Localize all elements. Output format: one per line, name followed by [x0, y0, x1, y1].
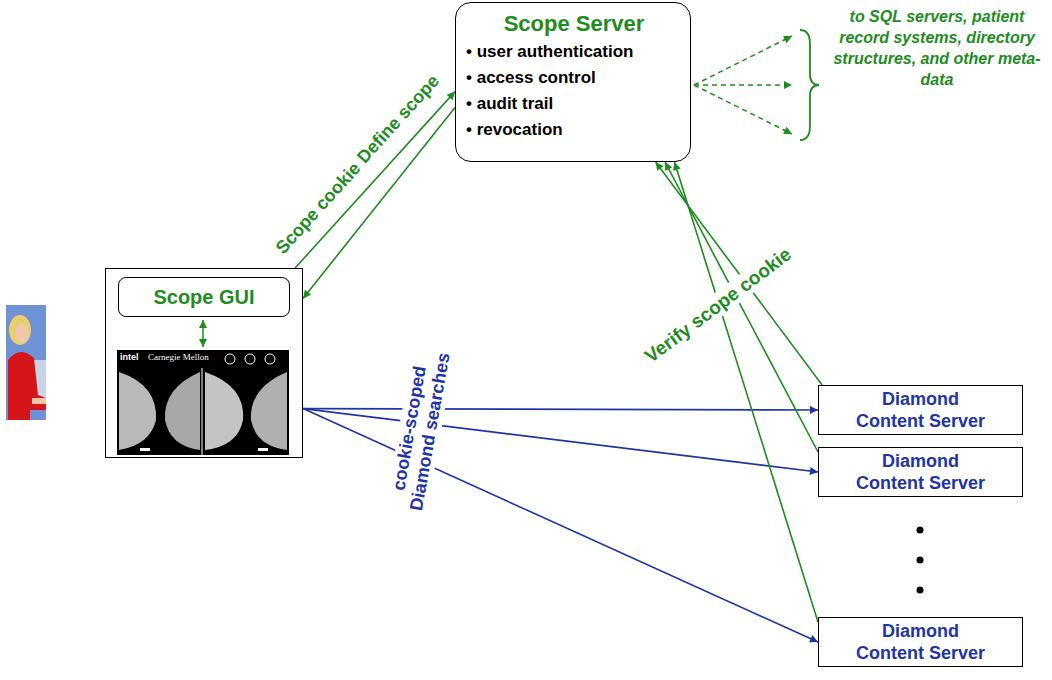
mammogram-image: [117, 350, 289, 455]
connector-arrow: [303, 409, 818, 410]
dashed-arrow: [694, 36, 792, 85]
hair: [9, 315, 31, 345]
content-server-box: Diamond Content Server: [818, 385, 1023, 435]
image-marker: [258, 448, 268, 451]
connector-arrow: [295, 92, 455, 268]
logo-seal: [225, 354, 235, 364]
note-text: to SQL servers, patient record systems, …: [824, 6, 1050, 90]
bullet-item: • user authentication: [466, 39, 682, 65]
bullet-item: • access control: [466, 65, 682, 91]
ellipsis-dot: [917, 557, 924, 564]
box-title: Scope Server: [466, 9, 682, 39]
gui-link-arrow: [202, 320, 204, 347]
user-background: [6, 305, 46, 420]
face: [15, 323, 29, 343]
connector-arrow: [674, 162, 818, 622]
hands: [32, 398, 46, 404]
logo-seal: [265, 354, 275, 364]
content-server-box: Diamond Content Server: [818, 447, 1023, 497]
gui-box: Scope GUI: [118, 277, 290, 317]
box-title: Diamond Content Server: [851, 388, 991, 432]
bullet-item: • audit trail: [466, 91, 682, 117]
box-title: Diamond Content Server: [851, 450, 991, 494]
metadata-arrows: [694, 36, 792, 134]
ellipsis-dot: [917, 587, 924, 594]
image-divider: [202, 368, 203, 455]
breast-view: [251, 372, 287, 450]
curly-bracket: [800, 30, 819, 140]
logo-text: intel: [120, 352, 139, 363]
server-box: Scope Server• user authentication• acces…: [455, 2, 691, 162]
logo-text: Carnegie Mellon: [148, 352, 209, 363]
dashed-arrow: [694, 84, 792, 86]
image-ground: [117, 350, 289, 455]
connector-arrow: [303, 409, 818, 472]
ellipsis-dot: [917, 527, 924, 534]
content-server-box: Diamond Content Server: [818, 617, 1023, 667]
edge-label: cookie-scoped Diamond searches: [385, 344, 456, 517]
breast-view: [165, 372, 200, 450]
dashed-arrow: [694, 85, 792, 134]
connector-arrow: [303, 409, 818, 642]
edge-label: Verify scope cookie: [626, 232, 809, 378]
edge-label: Define scope: [346, 64, 450, 175]
breast-view: [205, 372, 243, 450]
breast-view: [119, 372, 156, 450]
logo-seal: [245, 354, 255, 364]
bullet-item: • revocation: [466, 117, 682, 143]
user-figure: [6, 305, 46, 420]
image-marker: [140, 448, 150, 451]
workstation-box: intel Carnegie Mellon Scope GUI: [105, 268, 303, 458]
box-title: Diamond Content Server: [851, 620, 991, 664]
edge-label: Scope cookie: [266, 153, 370, 264]
box-title: Scope GUI: [153, 285, 254, 309]
red-jacket: [8, 352, 46, 420]
